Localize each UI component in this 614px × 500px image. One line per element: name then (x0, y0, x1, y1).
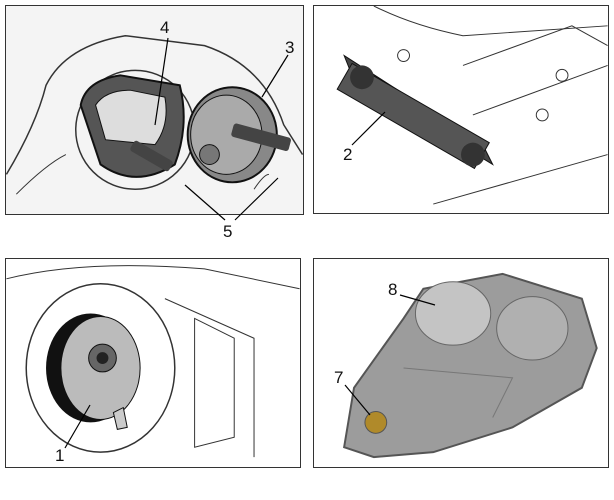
panel-crankshaft-pulley (5, 258, 301, 468)
locking-bar-illustration (336, 6, 608, 205)
callout-5: 5 (223, 222, 233, 241)
callout-4: 4 (160, 18, 170, 37)
timing-cover-photo (343, 272, 598, 459)
camshaft-tool-illustration (6, 34, 303, 195)
callout-7: 7 (334, 368, 344, 387)
callout-1: 1 (55, 446, 65, 465)
crankshaft-pulley-illustration (6, 265, 300, 458)
callout-8: 8 (388, 280, 398, 299)
panel-camshaft-holding-tool (5, 5, 304, 215)
callout-2: 2 (343, 145, 353, 164)
panel-timing-cover (313, 258, 609, 468)
callout-3: 3 (285, 38, 295, 57)
panel-camshaft-locking-bar (313, 5, 609, 214)
